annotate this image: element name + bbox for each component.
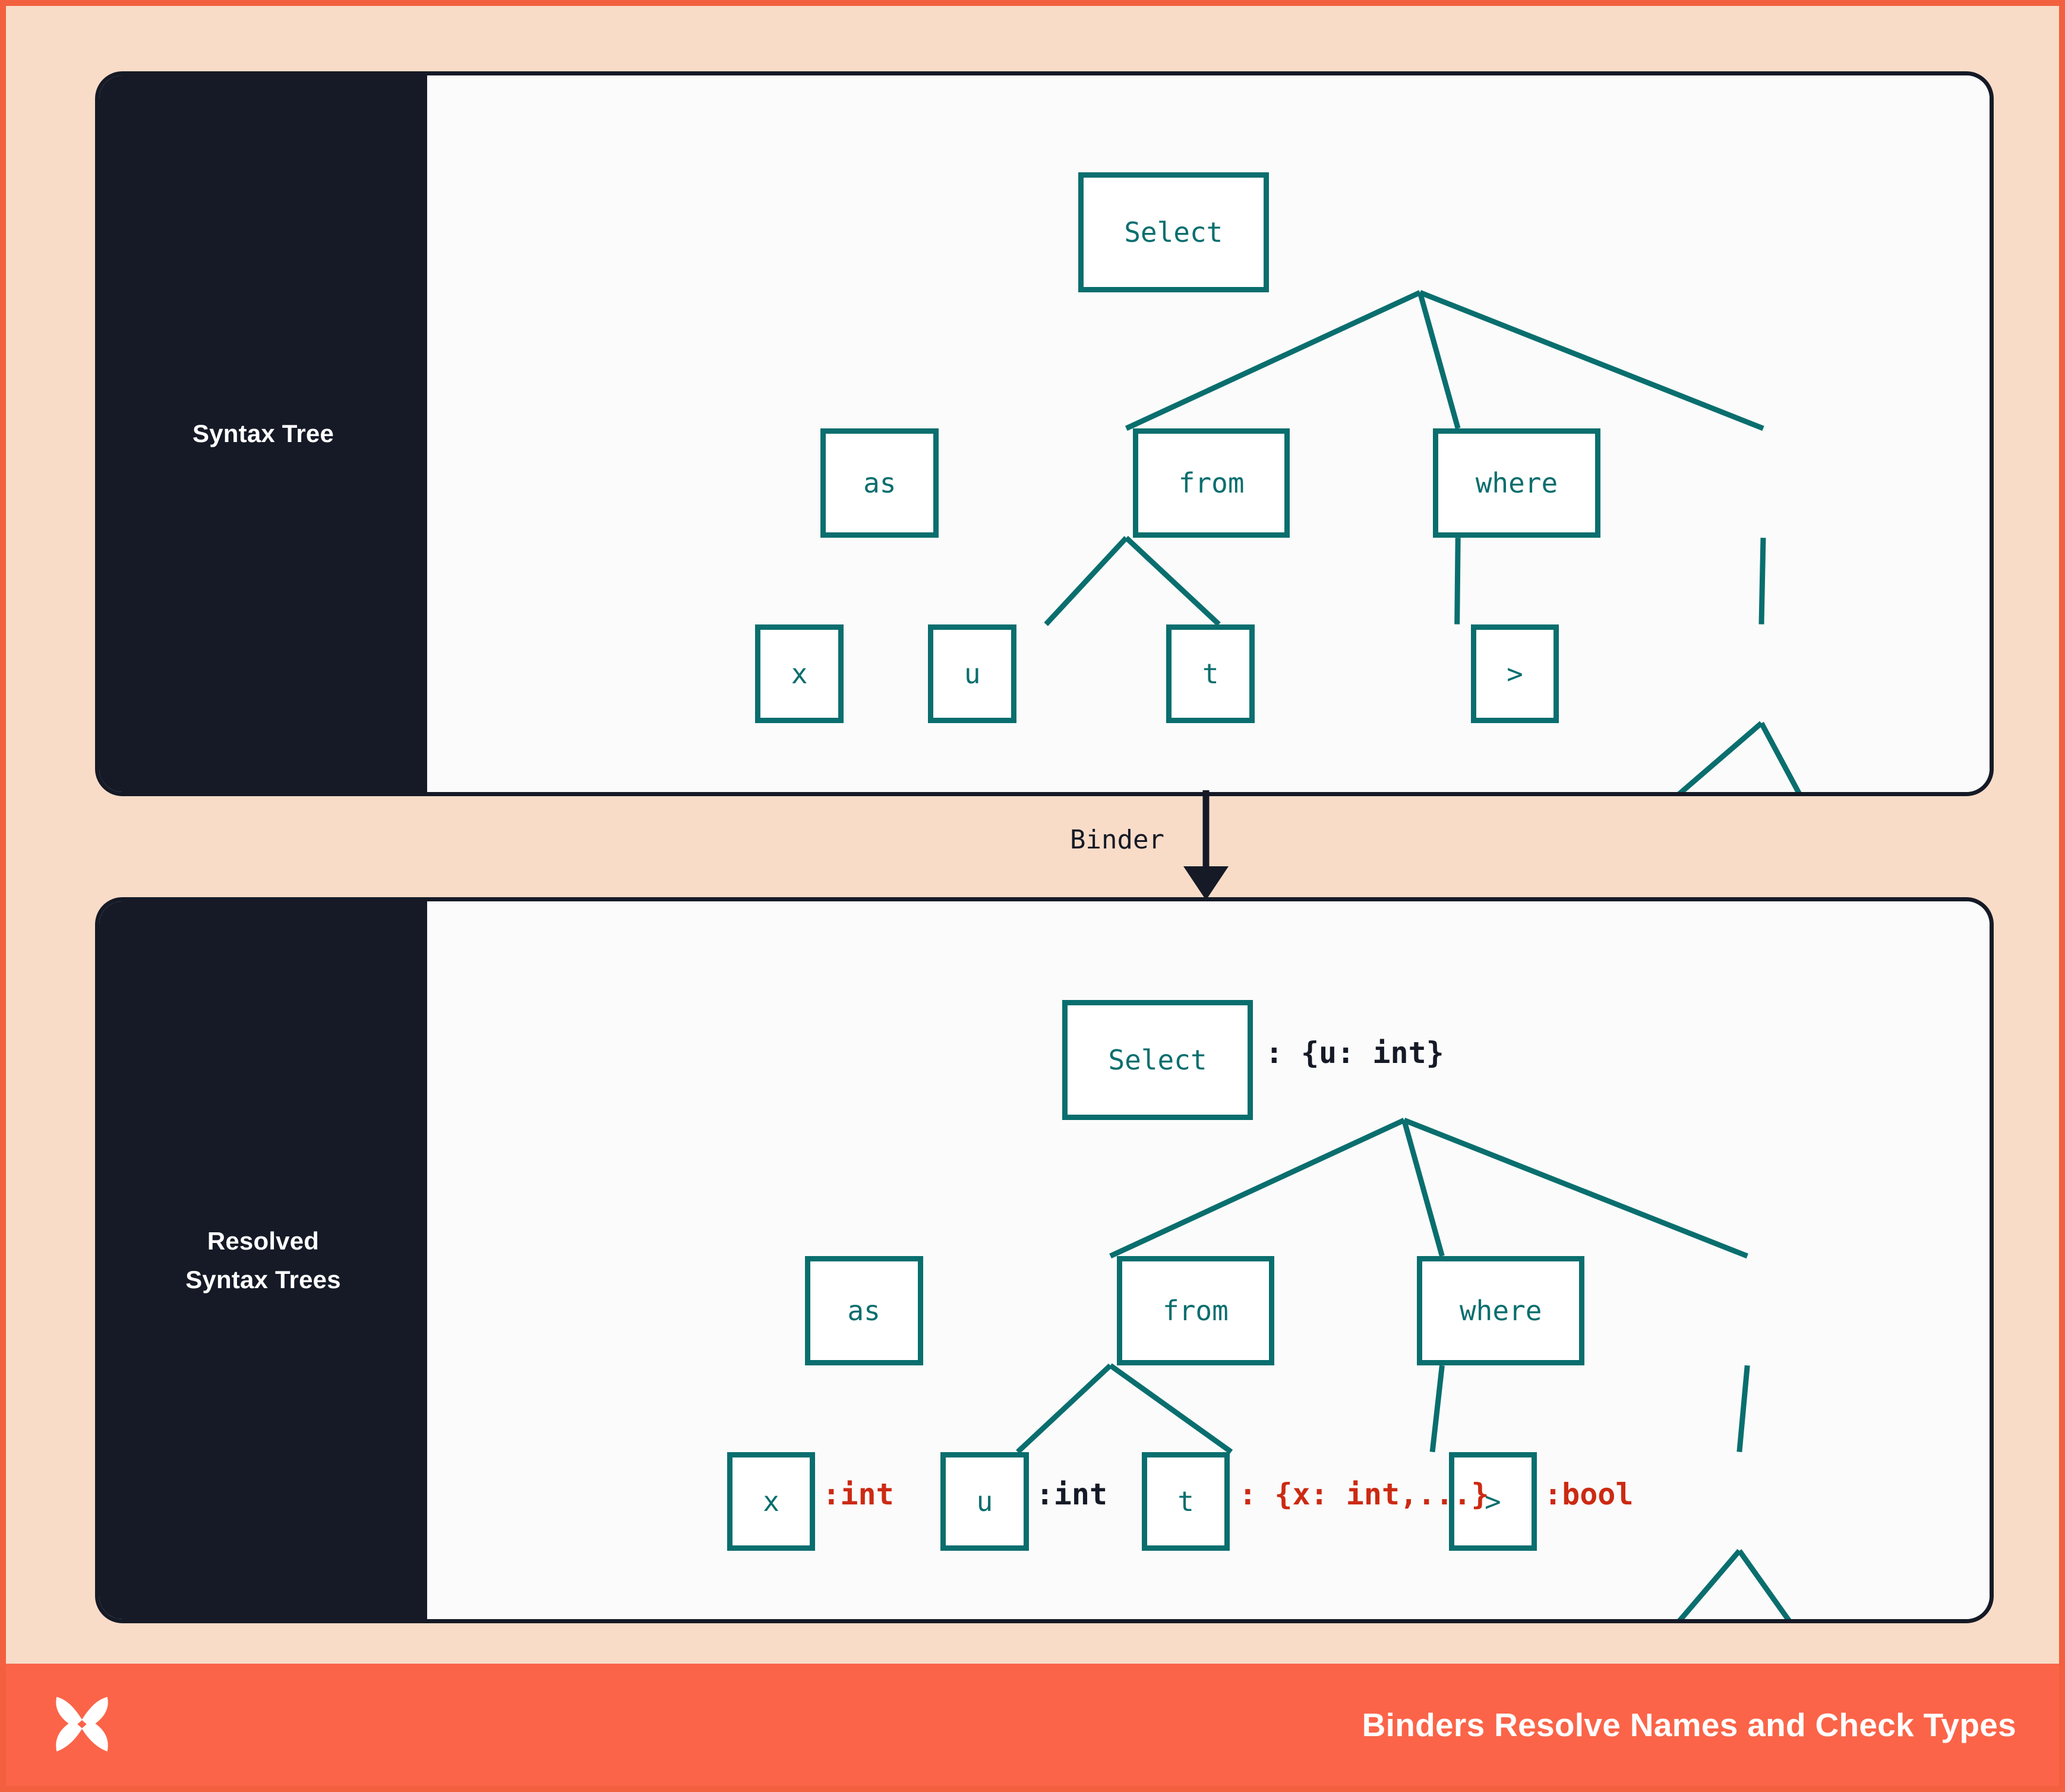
- type-annotation-gt-type: :bool: [1544, 1476, 1634, 1512]
- tree-edge: [1417, 292, 1461, 430]
- tree-edge: [1109, 1363, 1233, 1455]
- binder-arrow-icon: [1183, 790, 1229, 900]
- tree-edge: [1124, 535, 1221, 626]
- footer-title: Binders Resolve Names and Check Types: [1362, 1706, 2016, 1743]
- binder-label: Binder: [1070, 825, 1164, 855]
- tree-node-from-t[interactable]: t: [1166, 624, 1255, 723]
- tree-edge: [1677, 721, 1763, 792]
- tree-node-as[interactable]: as: [820, 428, 939, 538]
- tree-edge: [1736, 1365, 1750, 1453]
- butterfly-x-logo-icon: [56, 1696, 108, 1752]
- type-annotation-select-type: : {u: int}: [1265, 1036, 1444, 1071]
- type-annotation-from-t-type: : {x: int,...}: [1239, 1476, 1489, 1512]
- tree-edge: [1454, 538, 1461, 624]
- tree-edge: [1677, 1549, 1742, 1619]
- tree-node-from-t[interactable]: t: [1141, 1452, 1230, 1551]
- tree-edge: [1109, 1118, 1406, 1259]
- binder-transition: Binder: [1016, 790, 1349, 900]
- tree-node-where[interactable]: where: [1417, 1255, 1585, 1366]
- tree-node-gt[interactable]: >: [1470, 624, 1559, 723]
- tree-node-gt[interactable]: >: [1448, 1452, 1537, 1551]
- tree-node-select[interactable]: Select: [1078, 172, 1269, 293]
- panel-syntax-tree-label: Syntax Tree: [99, 75, 427, 792]
- tree-edge: [1419, 290, 1764, 431]
- tree-node-select[interactable]: Select: [1062, 1000, 1253, 1121]
- tree-node-where[interactable]: where: [1432, 428, 1601, 538]
- tree-edge: [1401, 1119, 1445, 1257]
- tree-edge: [1044, 536, 1129, 626]
- tree-edge: [1758, 538, 1766, 624]
- tree-node-as[interactable]: as: [804, 1255, 923, 1366]
- tree-edge: [1429, 1365, 1445, 1453]
- tree-node-as-x[interactable]: x: [755, 624, 844, 723]
- tree-node-as-u[interactable]: u: [940, 1452, 1029, 1551]
- tree-edge: [1759, 721, 1802, 792]
- tree-edge: [1016, 1363, 1113, 1454]
- tree-edge: [1403, 1118, 1748, 1259]
- syntax-tree-edges: [1044, 290, 1802, 792]
- tree-node-from[interactable]: from: [1117, 1255, 1274, 1366]
- tree-edge: [1125, 290, 1422, 431]
- type-annotation-as-x-type: :int: [822, 1476, 894, 1512]
- tree-node-from[interactable]: from: [1133, 428, 1290, 538]
- tree-node-as-x[interactable]: x: [727, 1452, 816, 1551]
- resolved-syntax-tree-edges: [1016, 1118, 1792, 1619]
- footer-bar: Binders Resolve Names and Check Types: [6, 1664, 2059, 1786]
- tree-node-as-u[interactable]: u: [928, 624, 1016, 723]
- tree-edge: [1737, 1549, 1792, 1619]
- type-annotation-as-u-type: :int: [1035, 1476, 1108, 1512]
